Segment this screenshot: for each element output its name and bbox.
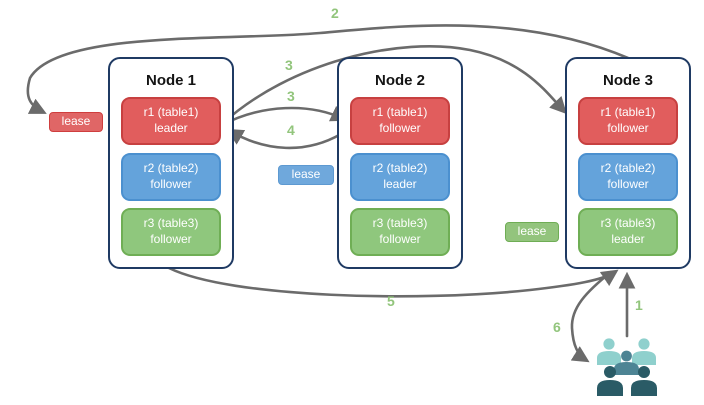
arrow-step-5-node1-to-node3 bbox=[167, 266, 619, 298]
replica-role: leader bbox=[154, 121, 188, 135]
replica-role: follower bbox=[607, 121, 649, 135]
lease-badge-green: lease bbox=[505, 222, 559, 242]
step-label-6: 6 bbox=[553, 319, 561, 335]
replica-name: r1 (table1) bbox=[600, 105, 656, 120]
replica-name: r2 (table2) bbox=[600, 161, 656, 176]
replica-role: follower bbox=[379, 121, 421, 135]
replica-role: follower bbox=[379, 232, 421, 246]
replica-role: follower bbox=[150, 232, 192, 246]
replica-name: r2 (table2) bbox=[372, 161, 428, 176]
replica-name: r1 (table1) bbox=[143, 105, 199, 120]
replica-name: r3 (table3) bbox=[600, 216, 656, 231]
replica-role: follower bbox=[607, 177, 649, 191]
step-label-3b: 3 bbox=[287, 88, 295, 104]
user-group-icon bbox=[597, 338, 657, 396]
node-1-title: Node 1 bbox=[145, 72, 196, 89]
node-3: Node 3 r1 (table1) follower r2 (table2) … bbox=[565, 57, 691, 269]
replica-role: follower bbox=[150, 177, 192, 191]
node-2-replica-r1: r1 (table1) follower bbox=[350, 97, 450, 145]
replica-role: leader bbox=[383, 177, 417, 191]
lease-badge-red: lease bbox=[49, 112, 103, 132]
step-label-2: 2 bbox=[331, 5, 339, 21]
node-2-title: Node 2 bbox=[374, 72, 425, 89]
replica-name: r3 (table3) bbox=[372, 216, 428, 231]
node-2-replica-r3: r3 (table3) follower bbox=[350, 208, 450, 256]
node-2-replica-r2: r2 (table2) leader bbox=[350, 153, 450, 201]
node-1-replica-r1: r1 (table1) leader bbox=[121, 97, 221, 145]
node-1: Node 1 r1 (table1) leader r2 (table2) fo… bbox=[108, 57, 234, 269]
arrow-step-2-node3-to-lease1 bbox=[26, 24, 630, 114]
lease-badge-blue: lease bbox=[278, 165, 334, 185]
node-3-title: Node 3 bbox=[602, 72, 653, 89]
replica-name: r2 (table2) bbox=[143, 161, 199, 176]
replica-name: r3 (table3) bbox=[143, 216, 199, 231]
node-2: Node 2 r1 (table1) follower r2 (table2) … bbox=[337, 57, 463, 269]
node-1-replica-r3: r3 (table3) follower bbox=[121, 208, 221, 256]
node-3-replica-r1: r1 (table1) follower bbox=[578, 97, 678, 145]
arrow-step-3-node1-to-node2 bbox=[220, 105, 348, 127]
node-3-replica-r3: r3 (table3) leader bbox=[578, 208, 678, 256]
node-3-replica-r2: r2 (table2) follower bbox=[578, 153, 678, 201]
node-1-replica-r2: r2 (table2) follower bbox=[121, 153, 221, 201]
arrow-step-3-node1-to-node3 bbox=[220, 45, 567, 126]
step-label-3a: 3 bbox=[285, 57, 293, 73]
step-label-5: 5 bbox=[387, 293, 395, 309]
replica-name: r1 (table1) bbox=[372, 105, 428, 120]
step-label-4: 4 bbox=[287, 122, 295, 138]
replica-role: leader bbox=[611, 232, 645, 246]
arrow-step-6-node3-to-users bbox=[570, 270, 613, 363]
arrow-step-4-node2-to-node1 bbox=[226, 128, 343, 150]
step-label-1: 1 bbox=[635, 297, 643, 313]
